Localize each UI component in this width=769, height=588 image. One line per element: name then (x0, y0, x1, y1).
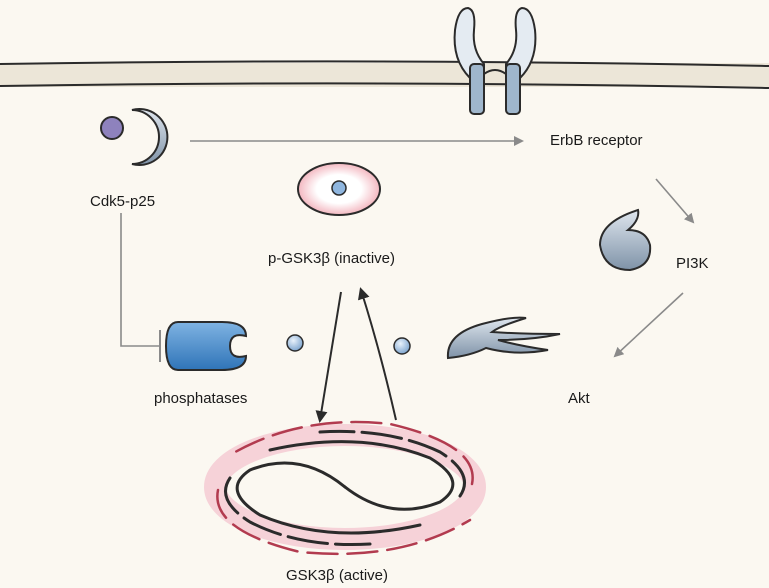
membrane (0, 60, 769, 89)
arrow-erbb-to-pi3k (655, 178, 695, 224)
akt-label: Akt (568, 390, 590, 407)
arrow-gsk-to-pgsk (357, 287, 397, 421)
cdk5-label: Cdk5-p25 (90, 193, 156, 210)
inhibition-line (120, 213, 160, 347)
pi3k-label: PI3K (676, 255, 709, 272)
pi3k-icon (598, 208, 652, 272)
phosphate-icon (286, 334, 304, 352)
arrow-pi3k-to-akt (613, 292, 684, 358)
akt-icon (446, 316, 561, 360)
erbb-receptor-icon (453, 6, 537, 115)
gsk3b-spiral-icon (204, 420, 486, 556)
arrow-pgsk-to-gsk (315, 291, 342, 423)
erbb-label: ErbB receptor (550, 132, 643, 149)
pgsk3b-icon (297, 162, 381, 216)
phosphatases-label: phosphatases (154, 390, 248, 407)
cdk5-p25-icon (100, 108, 169, 166)
phosphate-icon (393, 337, 411, 355)
phosphatase-icon (164, 321, 248, 371)
pgsk-label: p-GSK3β (inactive) (268, 250, 396, 267)
gsk-active-label: GSK3β (active) (286, 567, 388, 584)
